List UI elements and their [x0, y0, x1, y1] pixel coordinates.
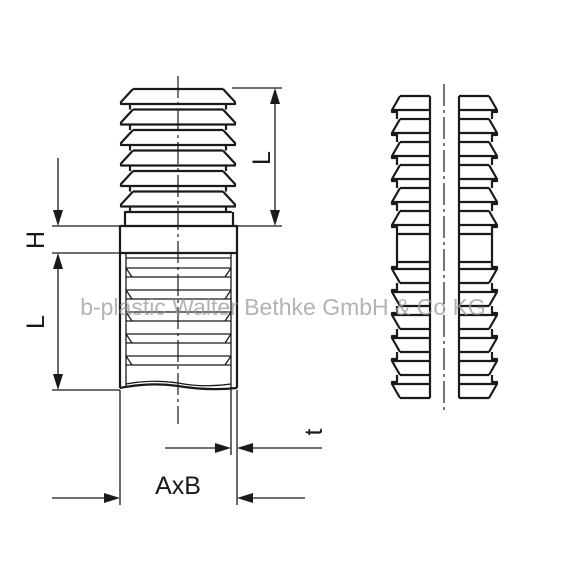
dimension-label-length-bottom: L: [22, 315, 50, 329]
section-left-half: [390, 94, 432, 400]
connector-front-view: [118, 76, 239, 424]
dimension-lines: [52, 87, 322, 505]
dimension-label-height: H: [22, 231, 50, 249]
section-right-half: [457, 94, 499, 400]
connector-side-section: [390, 84, 499, 412]
dimension-label-length-top: L: [248, 151, 276, 165]
dimension-label-thickness: t: [300, 428, 328, 435]
watermark: b-plastic Walter Bethke GmbH & Co KG: [80, 294, 486, 320]
neck: [123, 212, 235, 226]
dimension-label-size: AxB: [155, 472, 201, 500]
